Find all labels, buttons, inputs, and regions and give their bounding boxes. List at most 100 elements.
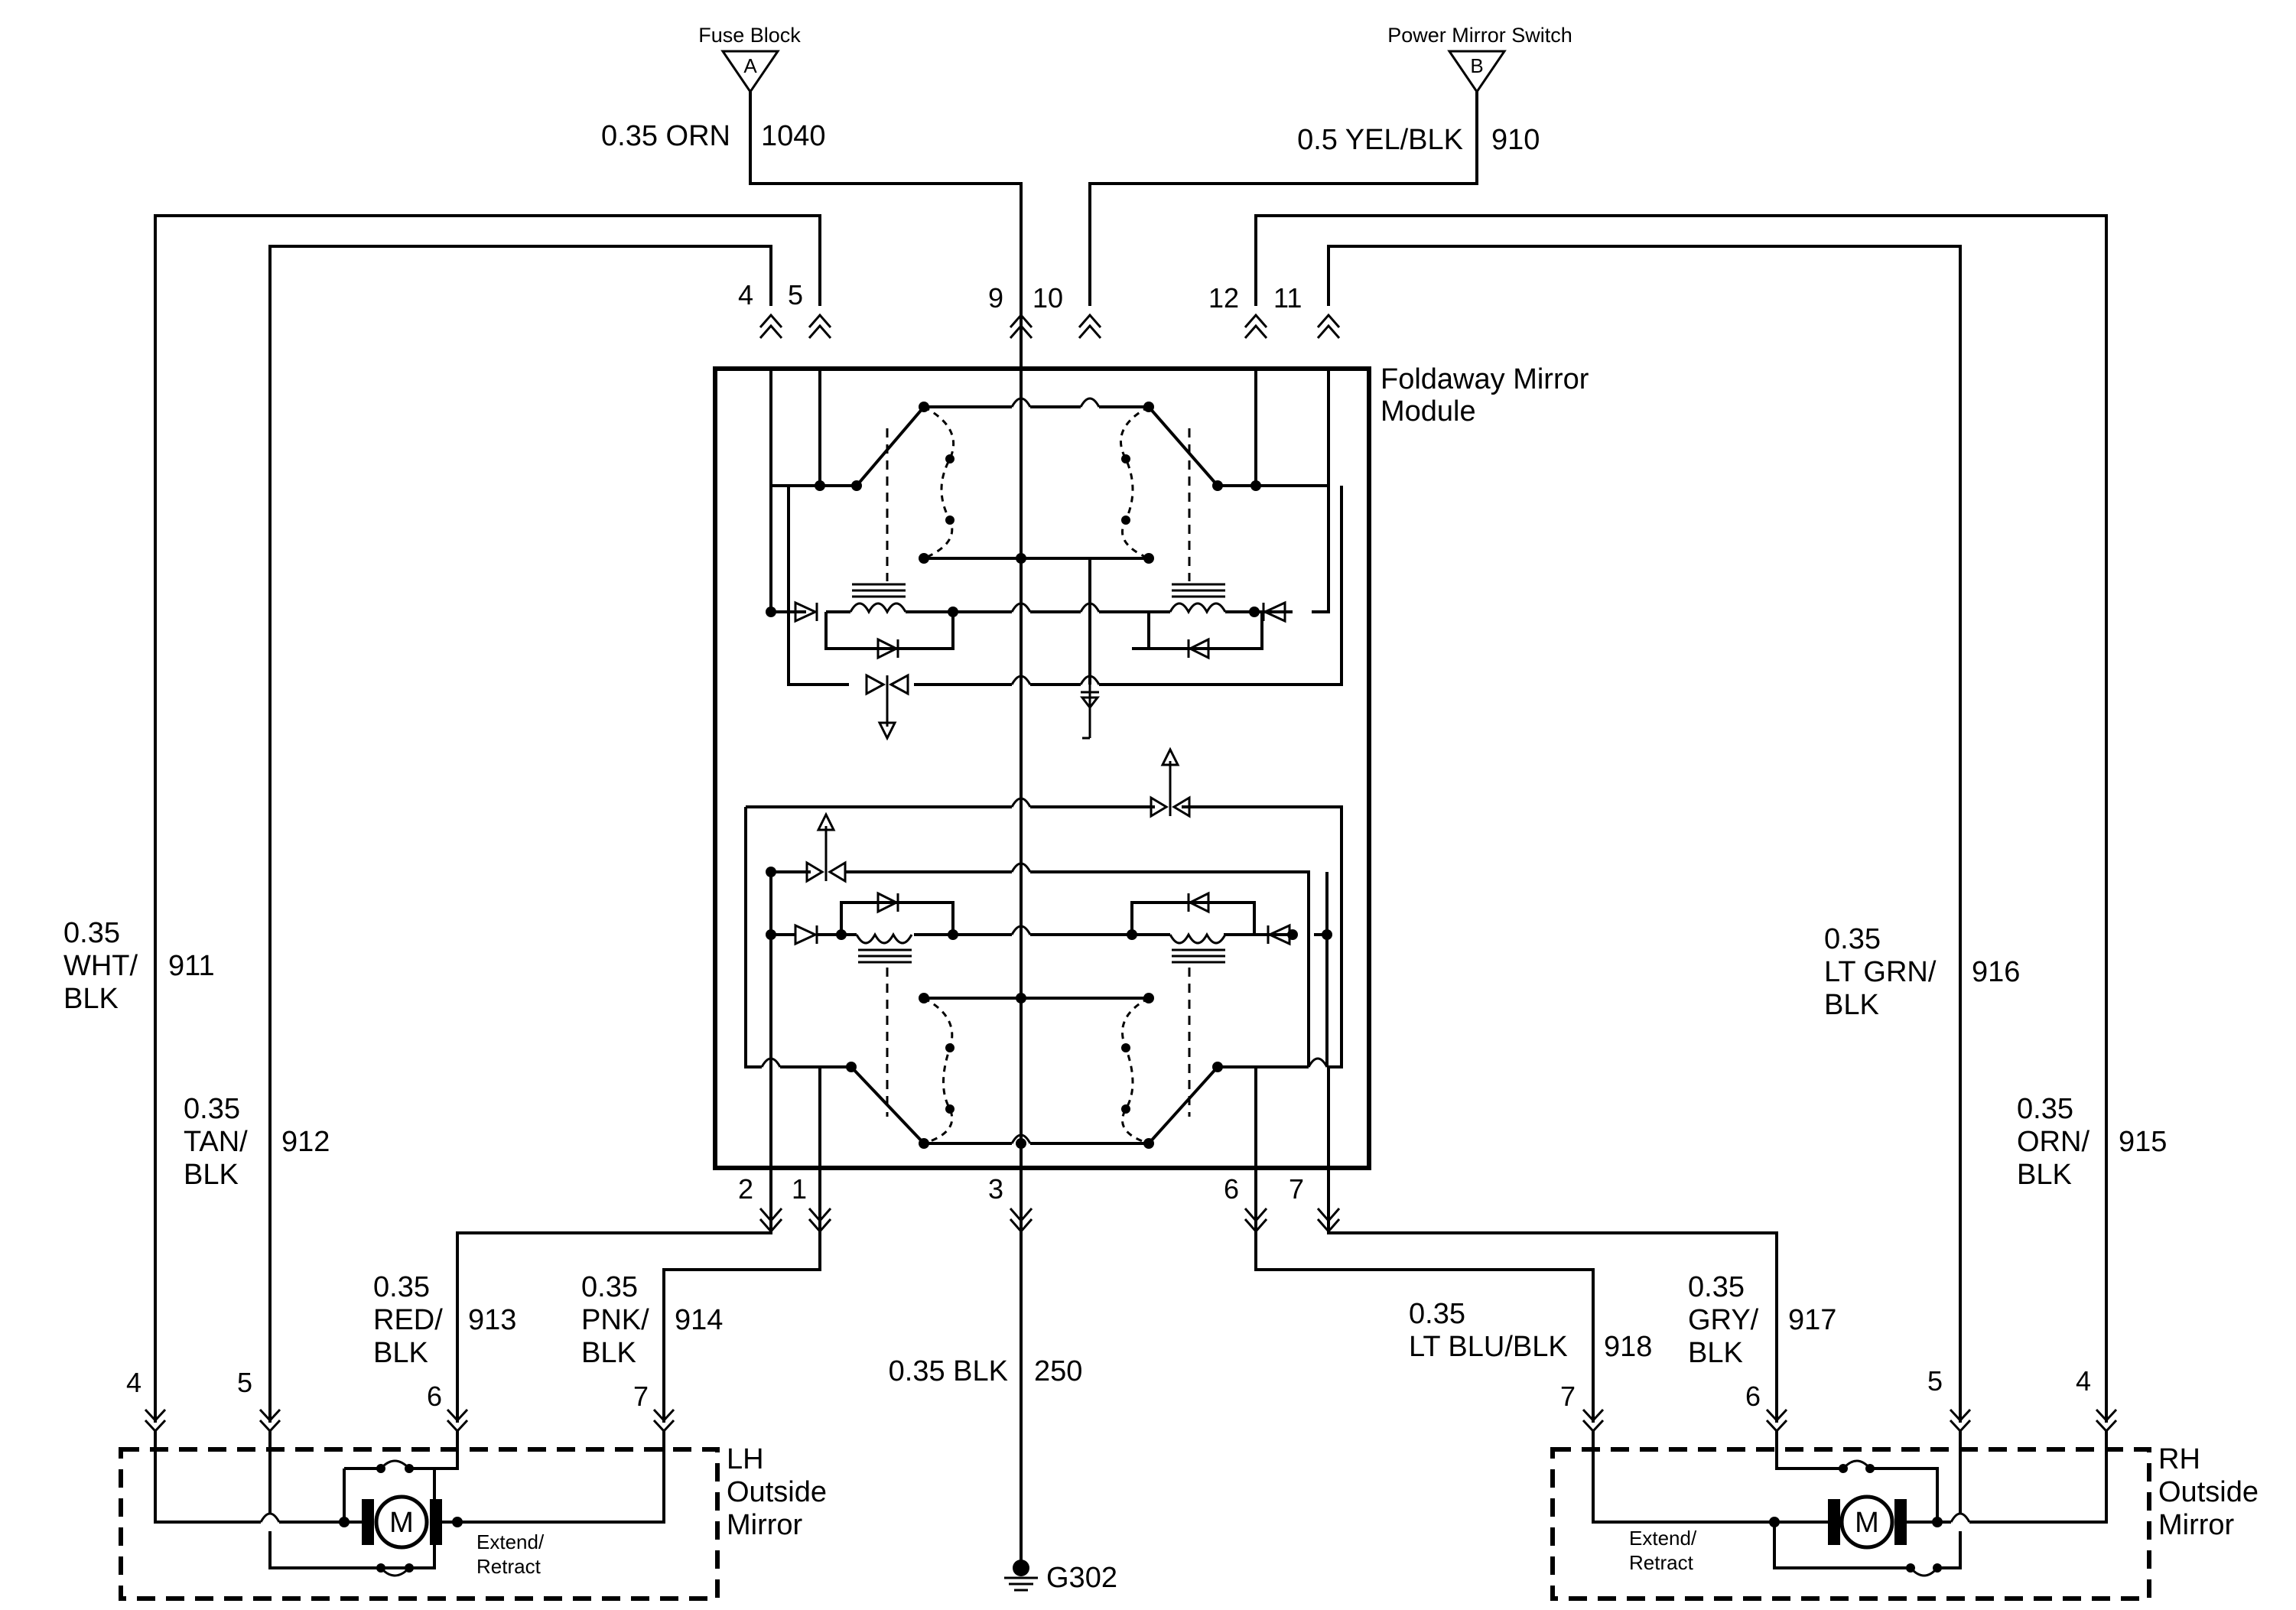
connector-chevron	[1316, 313, 1341, 339]
transistor-icon	[805, 812, 847, 883]
ground-label: G302	[1046, 1562, 1117, 1594]
module-pin-10: 10	[1033, 282, 1063, 314]
wire-910-gauge: 0.5 YEL/BLK	[1297, 124, 1463, 156]
module-pin-5: 5	[788, 279, 803, 311]
fuse-block-letter: A	[743, 54, 757, 77]
module-bottom-pins: 2 1 3 6 7	[738, 1173, 1341, 1234]
lh-mirror-label-line2: Outside	[727, 1476, 827, 1508]
module-name-line2: Module	[1381, 395, 1476, 428]
junction-dot	[1121, 454, 1130, 463]
relay-coil-icon	[1169, 932, 1227, 964]
rh-motor-label: M	[1855, 1507, 1879, 1539]
module-name-line1: Foldaway Mirror	[1381, 363, 1589, 395]
wire-917-circuit: 917	[1788, 1304, 1836, 1336]
junction-dot	[1906, 1563, 1915, 1573]
wire-916-gauge: 0.35	[1824, 923, 1881, 955]
junction-dot	[1121, 516, 1130, 525]
transistor-icon	[1150, 746, 1191, 818]
power-mirror-switch-terminal-icon	[1447, 50, 1507, 94]
wire-915-color: ORN/	[2017, 1126, 2089, 1158]
junction-dot	[1250, 480, 1261, 491]
motor-brush	[1828, 1499, 1840, 1545]
power-mirror-switch-label: Power Mirror Switch	[1387, 24, 1572, 47]
wire-910-circuit: 910	[1491, 124, 1540, 156]
lh-mirror-pin-6: 6	[427, 1381, 442, 1412]
wire-911-color: WHT/	[63, 950, 138, 982]
lh-motor-icon	[374, 1495, 429, 1550]
junction-dot	[1287, 929, 1298, 940]
junction-dot	[1016, 993, 1026, 1003]
junction-dot	[948, 607, 958, 617]
wire-crossover	[1950, 1512, 1971, 1523]
rh-mirror-pin-4: 4	[2076, 1365, 2091, 1397]
module-pin-3: 3	[988, 1173, 1003, 1205]
wire-1040-circuit: 1040	[761, 120, 826, 152]
power-mirror-switch-connector: Power Mirror Switch B 0.5 YEL/BLK 910	[1297, 24, 1572, 156]
wire-912-circuit: 912	[281, 1126, 330, 1158]
rh-mirror-wire	[1773, 1431, 1962, 1569]
module-pin-7: 7	[1289, 1173, 1304, 1205]
wire-913-color: RED/	[373, 1304, 443, 1336]
junction-dot	[948, 929, 958, 940]
junction-dot	[1016, 553, 1026, 564]
wire-916-color2: BLK	[1824, 989, 1879, 1021]
connector-chevron	[1244, 1208, 1268, 1234]
wire-labels-left: 0.35 WHT/ BLK 911 0.35 TAN/ BLK 912 0.35…	[63, 917, 1082, 1387]
connector-chevron	[759, 1208, 783, 1234]
wire-917-gauge: 0.35	[1688, 1271, 1745, 1303]
junction-dot	[1322, 929, 1332, 940]
wire-912-color: TAN/	[184, 1126, 248, 1158]
module-bus-wire	[787, 486, 1343, 686]
junction-dot	[919, 402, 929, 412]
crossover-marks	[760, 397, 1328, 1144]
wire-916	[1327, 245, 1962, 1423]
diode-icon	[1262, 600, 1286, 623]
rh-mirror-pin-7: 7	[1560, 1381, 1576, 1412]
foldaway-mirror-module-box	[713, 366, 1371, 1170]
lh-motor-label: M	[389, 1507, 414, 1539]
junction-dot	[405, 1563, 414, 1573]
junction-dot	[1249, 607, 1260, 617]
relay-coil-icon	[849, 583, 907, 615]
rh-motor-icon	[1839, 1495, 1894, 1550]
relay-coil-wire	[1130, 901, 1256, 935]
wire-1040-gauge: 0.35 ORN	[601, 120, 730, 152]
junction-dot	[836, 929, 847, 940]
rh-mirror-dashed-box	[1550, 1447, 2151, 1601]
diode-icon	[1187, 637, 1210, 660]
junction-dot	[376, 1563, 385, 1573]
wire-918-gauge: 0.35	[1409, 1298, 1465, 1330]
wire-910	[1088, 92, 1478, 306]
lh-mirror-label-line3: Mirror	[727, 1509, 803, 1541]
wire-915-color2: BLK	[2017, 1159, 2072, 1191]
module-pin-11: 11	[1273, 282, 1302, 314]
ground-arrow-icon	[877, 685, 1101, 741]
lh-motor-function-line2: Retract	[476, 1555, 541, 1578]
relay-common-wire	[769, 997, 1330, 1231]
module-lower-relays	[744, 746, 1343, 1231]
fuse-block-terminal-icon	[720, 50, 780, 94]
junction-dot	[766, 867, 776, 877]
wire-911-gauge: 0.35	[63, 917, 120, 949]
junction-dot	[1121, 1043, 1130, 1052]
wire-915	[1254, 214, 2108, 1423]
wire-labels-right: 0.35 LT GRN/ BLK 916 0.35 ORN/ BLK 915 0…	[1409, 923, 2167, 1369]
wire-914-color: PNK/	[581, 1304, 649, 1336]
wire-918-color: LT BLU/BLK	[1409, 1331, 1568, 1363]
harness-wires	[154, 92, 2108, 1568]
junction-dot	[1143, 993, 1154, 1003]
diode-icon	[876, 637, 899, 660]
lh-mirror-wire	[268, 1431, 459, 1569]
diode-icon	[794, 600, 818, 623]
module-pin-9: 9	[988, 282, 1003, 314]
connector-chevron	[1316, 1208, 1341, 1234]
junction-dot	[1212, 1062, 1223, 1072]
wire-913-color2: BLK	[373, 1337, 428, 1369]
wire-crossover	[259, 1512, 281, 1523]
power-mirror-switch-letter: B	[1470, 54, 1483, 77]
junction-dot	[1143, 553, 1154, 564]
lh-motor-function-line1: Extend/	[476, 1530, 545, 1553]
junction-dot	[851, 480, 862, 491]
fuse-block-label: Fuse Block	[698, 24, 801, 47]
